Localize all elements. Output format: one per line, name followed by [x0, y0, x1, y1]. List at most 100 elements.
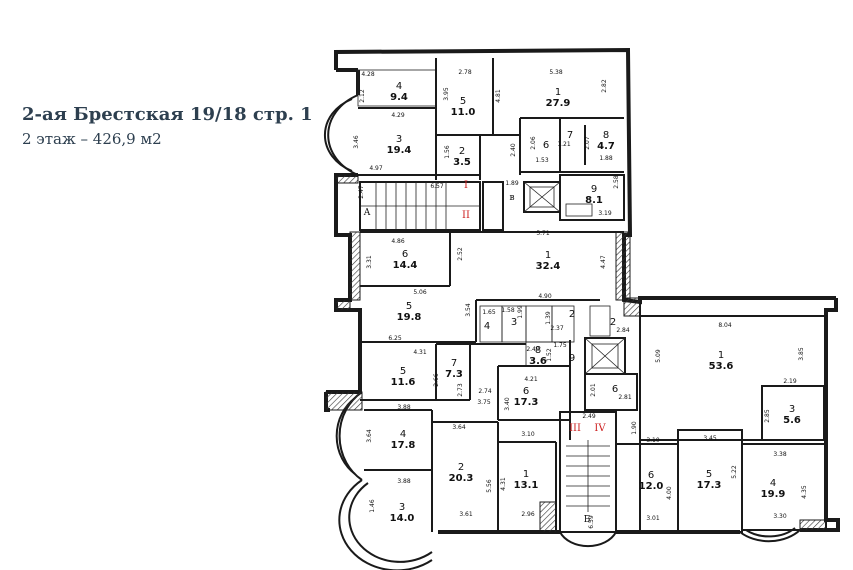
room-area: 13.1	[514, 480, 539, 491]
dim: 1.56	[444, 145, 451, 159]
dim: 1.52	[546, 348, 553, 362]
room-number: 3	[396, 134, 402, 145]
room-number: 4	[770, 478, 776, 489]
marker-I: I	[464, 180, 468, 191]
dim: 5.38	[549, 69, 563, 76]
page-title: 2-ая Брестская 19/18 стр. 1	[22, 104, 313, 125]
dim: 3.61	[459, 511, 473, 518]
dim: 2.85	[764, 409, 771, 423]
room-area: 7.3	[445, 369, 463, 380]
dim: 3.88	[397, 478, 411, 485]
room-number: 5	[400, 366, 406, 377]
dim: 2.47	[358, 185, 365, 199]
dim: 2.19	[783, 378, 797, 385]
dim: 3.45	[703, 435, 717, 442]
columns	[325, 174, 827, 533]
marker-II: II	[462, 210, 470, 221]
dim: 2.78	[458, 69, 472, 76]
dim: 3.01	[646, 515, 660, 522]
room-area: 27.9	[546, 98, 571, 109]
dim: 3.46	[353, 135, 360, 149]
dim: 3.85	[798, 347, 805, 361]
room-number: 6	[612, 384, 618, 395]
room-number: 1	[718, 350, 724, 361]
dim: 3.19	[598, 210, 612, 217]
dim: 2.49	[582, 413, 596, 420]
dim: 6.59	[588, 515, 595, 529]
dim: 4.86	[391, 238, 405, 245]
dim: 1.21	[557, 141, 571, 148]
dim: 3.38	[773, 451, 787, 458]
room-number: 5	[406, 301, 412, 312]
dim: 2.73	[457, 383, 464, 397]
room-number: 2	[610, 317, 616, 328]
dim: 5.06	[413, 289, 427, 296]
room-labels: 4 9.4 5 11.0 1 27.9 3 19.4 2 3.5 6 7 8 4…	[387, 81, 801, 524]
dim: 3.75	[477, 399, 491, 406]
room-number: 8	[535, 345, 541, 356]
dim: 4.90	[538, 293, 552, 300]
dim: 1.88	[599, 155, 613, 162]
room-number: 6	[402, 249, 408, 260]
dim: 2.58	[613, 175, 620, 189]
room-area: 32.4	[536, 261, 561, 272]
room-area: 19.9	[761, 489, 786, 500]
room-number: 9	[569, 353, 575, 364]
dim: 3.88	[397, 404, 411, 411]
dimension-labels: 4.28 2.78 5.38 2.12 3.95 4.81 2.82 4.29 …	[353, 69, 808, 529]
room-area: 53.6	[709, 361, 734, 372]
room-number: 6	[648, 470, 654, 481]
room-area: 17.8	[391, 440, 416, 451]
room-number: 3	[789, 404, 795, 415]
dim: 2.82	[601, 79, 608, 93]
room-number: 1	[545, 250, 551, 261]
room-number: 8	[603, 130, 609, 141]
dim: 4.00	[666, 486, 673, 500]
room-number: 5	[706, 469, 712, 480]
dim: 2.12	[359, 89, 366, 103]
dim: 1.90	[631, 421, 638, 435]
dim: 1.39	[545, 311, 552, 325]
dim: 1.46	[369, 499, 376, 513]
room-area: 19.4	[387, 145, 412, 156]
dim: 2.37	[550, 325, 564, 332]
dim: 2.74	[478, 388, 492, 395]
dim: 4.21	[524, 376, 538, 383]
dim: 3.10	[521, 431, 535, 438]
dim: 1.89	[505, 180, 519, 187]
dim: 2.84	[616, 327, 630, 334]
dim: 2.66	[433, 373, 440, 387]
dim: 3.64	[366, 429, 373, 443]
dim: 2.01	[590, 383, 597, 397]
room-area: 11.0	[451, 107, 476, 118]
dim: 2.40	[526, 346, 540, 353]
dim: 1.75	[553, 342, 567, 349]
room-area: 17.3	[514, 397, 539, 408]
dim: 4.28	[361, 71, 375, 78]
room-area: 17.3	[697, 480, 722, 491]
dim: 1.65	[482, 309, 496, 316]
dim: 3.10	[646, 437, 660, 444]
room-area: 3.6	[529, 356, 547, 367]
room-area: 19.8	[397, 312, 422, 323]
room-number: 3	[511, 317, 517, 328]
room-number: 4	[400, 429, 406, 440]
room-number: 2	[458, 462, 464, 473]
outer-walls	[324, 47, 840, 534]
dim: 4.81	[495, 89, 502, 103]
room-area: 8.1	[585, 195, 603, 206]
dim: 2.07	[584, 136, 591, 150]
room-number: 6	[543, 140, 549, 151]
room-area: 5.6	[783, 415, 801, 426]
dim: 4.31	[413, 349, 427, 356]
dim: 4.29	[391, 112, 405, 119]
dim: 5.09	[655, 349, 662, 363]
dim: 4.35	[801, 485, 808, 499]
dim: 6.57	[430, 183, 444, 190]
room-area: 14.0	[390, 513, 415, 524]
room-number: 4	[484, 321, 490, 332]
dim: 8.04	[718, 322, 732, 329]
dim: 3.40	[504, 397, 511, 411]
dim: 4.31	[500, 477, 507, 491]
room-number: 1	[523, 469, 529, 480]
